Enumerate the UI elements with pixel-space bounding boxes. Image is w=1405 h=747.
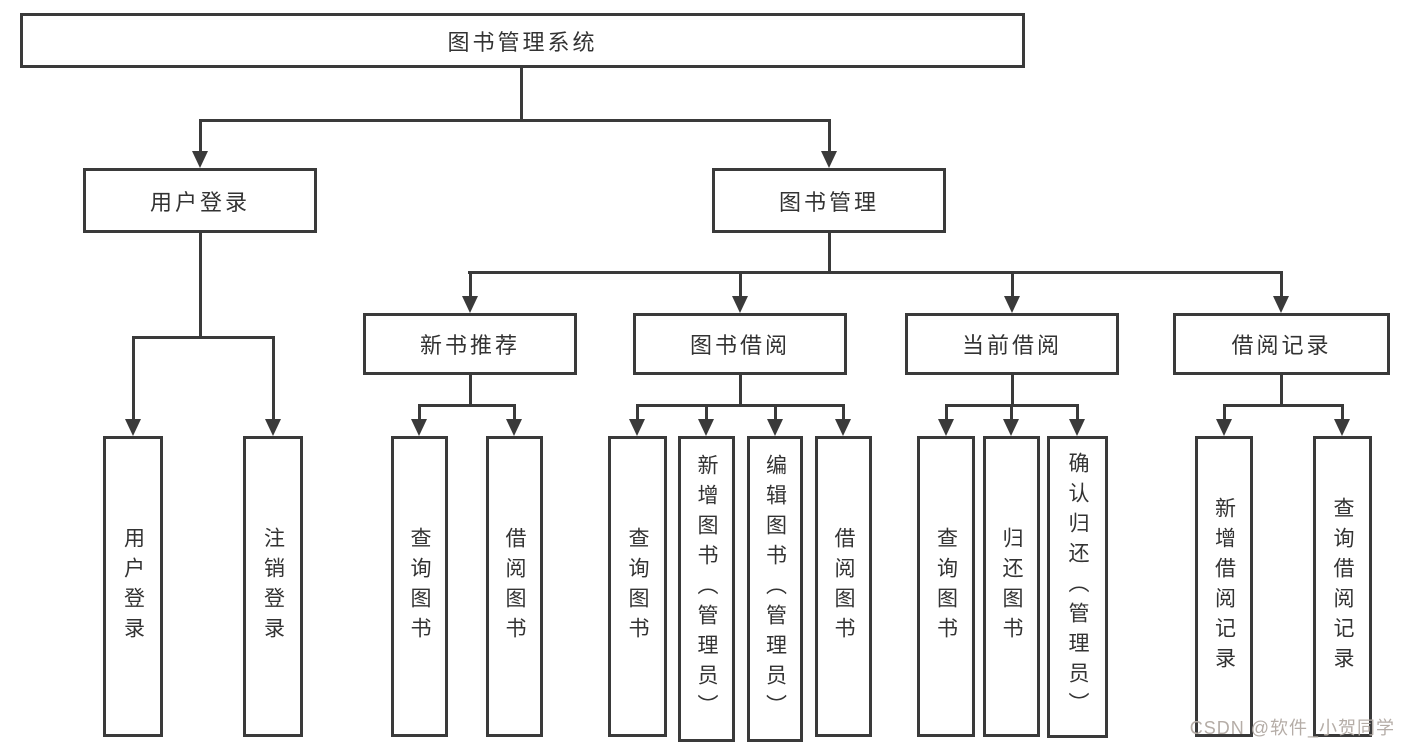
arrow-to-borrow-record — [1273, 273, 1289, 313]
arrow-borrow-edit — [767, 406, 783, 436]
connector-user-login-stem — [199, 233, 202, 337]
root-node-library-system: 图书管理系统 — [20, 13, 1025, 68]
leaf-borrow-borrow-books: 借阅图书 — [815, 436, 872, 737]
leaf-record-add-borrow-record: 新增借阅记录 — [1195, 436, 1253, 737]
arrow-record-query — [1334, 406, 1350, 436]
csdn-watermark: CSDN @软件_小贺同学 — [1189, 718, 1395, 738]
arrow-borrow-query — [629, 406, 645, 436]
leaf-current-confirm-return-admin: 确认归还（管理员） — [1047, 436, 1108, 738]
connector-new-book-stem — [469, 375, 472, 407]
leaf-user-login: 用户登录 — [103, 436, 163, 737]
leaf-record-query-borrow-record: 查询借阅记录 — [1313, 436, 1372, 737]
arrow-to-leaf-user-login — [125, 338, 141, 436]
leaf-newbook-query-books: 查询图书 — [391, 436, 448, 737]
arrow-current-return — [1003, 406, 1019, 436]
connector-level3-spread — [468, 271, 1283, 274]
connector-borrow-record-spread — [1223, 404, 1344, 407]
connector-borrow-record-stem — [1280, 375, 1283, 407]
leaf-current-return-books: 归还图书 — [983, 436, 1040, 737]
connector-current-borrow-spread — [945, 404, 1079, 407]
connector-book-mgmt-stem — [828, 233, 831, 274]
leaf-borrow-add-books-admin: 新增图书（管理员） — [678, 436, 735, 742]
arrow-current-query — [938, 406, 954, 436]
arrow-to-book-management — [821, 120, 837, 168]
arrow-to-leaf-logout — [265, 338, 281, 436]
connector-book-borrow-stem — [739, 375, 742, 407]
leaf-current-query-books: 查询图书 — [917, 436, 975, 737]
leaf-newbook-borrow-books: 借阅图书 — [486, 436, 543, 737]
node-book-management: 图书管理 — [712, 168, 946, 233]
arrow-current-confirm — [1069, 406, 1085, 436]
arrow-new-book-borrow — [506, 406, 522, 436]
connector-level1-spread — [199, 119, 831, 122]
arrow-to-book-borrow — [732, 273, 748, 313]
node-book-borrow: 图书借阅 — [633, 313, 847, 375]
node-user-login: 用户登录 — [83, 168, 317, 233]
leaf-borrow-edit-books-admin: 编辑图书（管理员） — [747, 436, 803, 742]
arrow-record-add — [1216, 406, 1232, 436]
leaf-borrow-query-books: 查询图书 — [608, 436, 667, 737]
arrow-to-current-borrow — [1004, 273, 1020, 313]
arrow-borrow-borrow — [835, 406, 851, 436]
arrow-to-user-login — [192, 120, 208, 168]
node-current-borrow: 当前借阅 — [905, 313, 1119, 375]
node-borrow-record: 借阅记录 — [1173, 313, 1390, 375]
leaf-logout: 注销登录 — [243, 436, 303, 737]
arrow-borrow-add — [698, 406, 714, 436]
arrow-new-book-query — [411, 406, 427, 436]
arrow-to-new-book-recommend — [462, 273, 478, 313]
connector-current-borrow-stem — [1011, 375, 1014, 407]
node-new-book-recommend: 新书推荐 — [363, 313, 577, 375]
connector-new-book-spread — [418, 404, 516, 407]
connector-user-login-spread — [132, 336, 275, 339]
connector-root-stem — [520, 66, 523, 122]
connector-book-borrow-spread — [636, 404, 845, 407]
